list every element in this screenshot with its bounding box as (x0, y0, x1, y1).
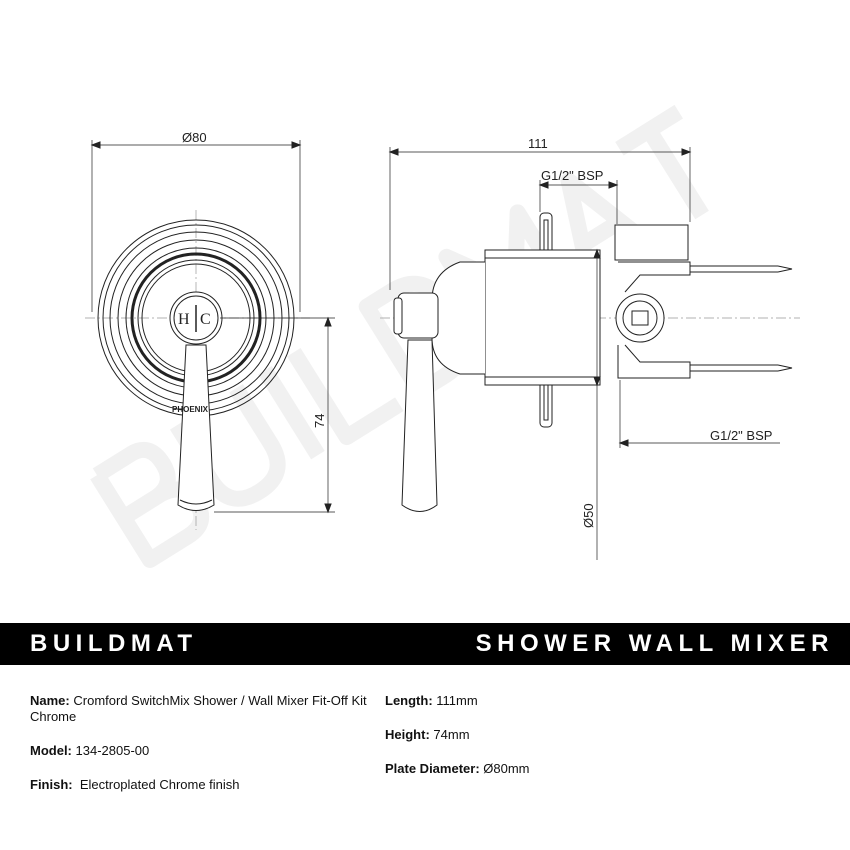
thread-bottom-dimension: G1/2" BSP (710, 428, 772, 443)
plate-brand-text: PHOENIX (172, 405, 209, 414)
spec-finish-label: Finish: (30, 777, 73, 792)
technical-drawing: Ø80 74 H C PHOENIX (85, 104, 800, 568)
spec-finish-value: Electroplated Chrome finish (79, 777, 240, 792)
spec-height-value: 74mm (433, 727, 470, 742)
brand-name: BUILDMAT (30, 630, 198, 657)
hot-label: H (178, 311, 190, 328)
spec-name-label: Name: (30, 693, 70, 708)
side-view (380, 147, 800, 560)
spec-plate-diameter: Plate Diameter: Ø80mm (385, 761, 530, 777)
front-view (85, 140, 335, 530)
spec-length-value: 111mm (436, 693, 478, 708)
spec-length-label: Length: (385, 693, 433, 708)
spec-model-label: Model: (30, 743, 72, 758)
spec-finish: Finish: Electroplated Chrome finish (30, 777, 240, 793)
spec-plate-value: Ø80mm (483, 761, 530, 776)
thread-top-dimension: G1/2" BSP (541, 168, 603, 183)
title-banner: BUILDMAT SHOWER WALL MIXER (0, 623, 850, 665)
spec-name-value: Cromford SwitchMix Shower / Wall Mixer F… (30, 693, 367, 724)
spec-plate-label: Plate Diameter: (385, 761, 480, 776)
spec-height-label: Height: (385, 727, 430, 742)
spec-length: Length: 111mm (385, 693, 478, 709)
plate-diameter-dimension: Ø80 (182, 130, 207, 145)
product-category: SHOWER WALL MIXER (475, 630, 834, 657)
watermark-letter-shape (615, 104, 709, 220)
length-dimension: 111 (528, 136, 548, 151)
cold-label: C (200, 311, 211, 328)
watermark-letter-shape (169, 384, 286, 507)
spec-name: Name: Cromford SwitchMix Shower / Wall M… (30, 693, 370, 725)
height-dimension: 74 (312, 414, 327, 428)
spec-model: Model: 134-2805-00 (30, 743, 149, 759)
spec-model-value: 134-2805-00 (75, 743, 150, 758)
body-diameter-dimension: Ø50 (581, 503, 596, 528)
spec-height: Height: 74mm (385, 727, 470, 743)
watermark-letter-shape (258, 366, 325, 460)
watermark-letter-shape (286, 348, 404, 446)
